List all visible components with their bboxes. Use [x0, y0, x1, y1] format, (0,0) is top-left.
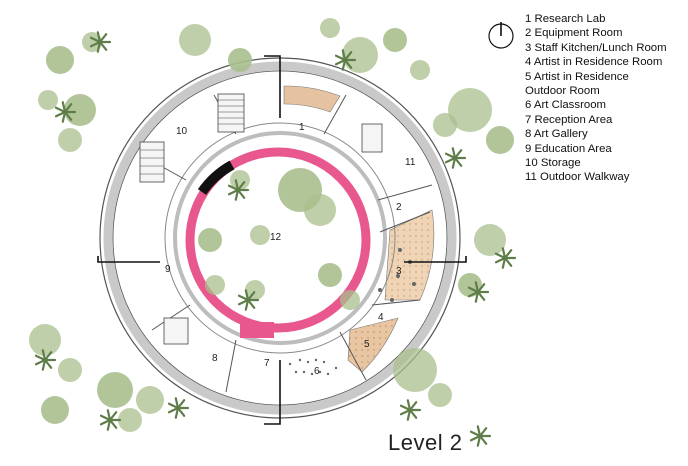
legend-item: 2 Equipment Room: [525, 27, 623, 40]
tree-icon: [58, 128, 82, 152]
tree-icon: [320, 18, 340, 38]
tree-icon: [433, 113, 457, 137]
tree-icon: [205, 275, 225, 295]
palm-icon: [54, 101, 77, 123]
legend-item: 11 Outdoor Walkway: [525, 171, 630, 184]
storage-stair-north: [217, 93, 245, 133]
tree-icon: [428, 383, 452, 407]
palm-icon: [99, 409, 122, 431]
room-legend: 1 Research Lab 2 Equipment Room 3 Staff …: [525, 12, 685, 185]
room-number-12: 12: [270, 232, 282, 243]
stair-south-west: [163, 317, 189, 345]
corridor-outer-edge: [164, 122, 396, 354]
room-number-11: 11: [405, 157, 416, 168]
palm-icon: [444, 147, 467, 169]
tree-icon: [340, 290, 360, 310]
legend-item: 4 Artist in Residence Room: [525, 56, 663, 69]
legend-item: 3 Staff Kitchen/Lunch Room: [525, 41, 667, 54]
black-ring-segment: [197, 160, 235, 195]
palm-icon: [494, 247, 517, 269]
legend-item: 9 Education Area: [525, 142, 612, 155]
palm-icon: [167, 397, 190, 419]
palm-icon: [237, 289, 260, 311]
room-1-tan-strip: [283, 85, 341, 113]
room-number-5: 5: [364, 339, 370, 350]
legend-item: 5 Artist in Residence: [525, 70, 629, 83]
storage-stair-west: [139, 141, 165, 183]
tree-icon: [118, 408, 142, 432]
tree-icon: [448, 88, 492, 132]
tree-icon: [82, 32, 102, 52]
level-title: Level 2: [388, 430, 463, 455]
legend-item: Outdoor Room: [525, 85, 600, 98]
landscape-trees: [29, 18, 517, 447]
tree-icon: [198, 228, 222, 252]
tree-icon: [383, 28, 407, 52]
legend-item: 8 Art Gallery: [525, 128, 588, 141]
legend-item: 7 Reception Area: [525, 113, 613, 126]
tree-icon: [245, 280, 265, 300]
palm-icon: [399, 399, 422, 421]
tree-icon: [304, 194, 336, 226]
tree-icon: [97, 372, 133, 408]
tree-icon: [38, 90, 58, 110]
tree-icon: [486, 126, 514, 154]
palm-icon: [334, 49, 357, 71]
room-number-6: 6: [314, 366, 320, 377]
tree-icon: [342, 37, 378, 73]
room-number-2: 2: [396, 202, 402, 213]
palm-icon: [469, 425, 492, 447]
palm-icon: [89, 31, 112, 53]
tree-icon: [318, 263, 342, 287]
tree-icon: [393, 348, 437, 392]
tree-icon: [230, 170, 250, 190]
legend-item: 10 Storage: [525, 157, 581, 170]
room-number-9: 9: [165, 264, 171, 275]
room-number-8: 8: [212, 353, 218, 364]
stair-north-east: [361, 123, 383, 153]
section-markers: [97, 55, 467, 425]
palm-icon: [227, 179, 250, 201]
tree-icon: [29, 324, 61, 356]
room-number-3: 3: [396, 266, 402, 277]
room-number-7: 7: [264, 358, 270, 369]
tree-icon: [250, 225, 270, 245]
tree-icon: [179, 24, 211, 56]
tree-icon: [410, 60, 430, 80]
tree-icon: [228, 48, 252, 72]
room-number-4: 4: [378, 312, 384, 323]
tree-icon: [58, 358, 82, 382]
palm-icon: [34, 349, 57, 371]
room-number-1: 1: [299, 122, 305, 133]
tree-icon: [46, 46, 74, 74]
tree-icon: [136, 386, 164, 414]
tree-icon: [474, 224, 506, 256]
corridor-inner-edge: [173, 131, 387, 345]
palm-icon: [467, 281, 490, 303]
north-arrow-icon: [488, 22, 514, 49]
ring-bridge: [240, 322, 274, 338]
tree-icon: [64, 94, 96, 126]
tree-icon: [41, 396, 69, 424]
room-number-10: 10: [176, 126, 188, 137]
legend-item: 1 Research Lab: [525, 13, 606, 25]
pink-ring: [185, 147, 371, 333]
legend-item: 6 Art Classroom: [525, 99, 607, 112]
